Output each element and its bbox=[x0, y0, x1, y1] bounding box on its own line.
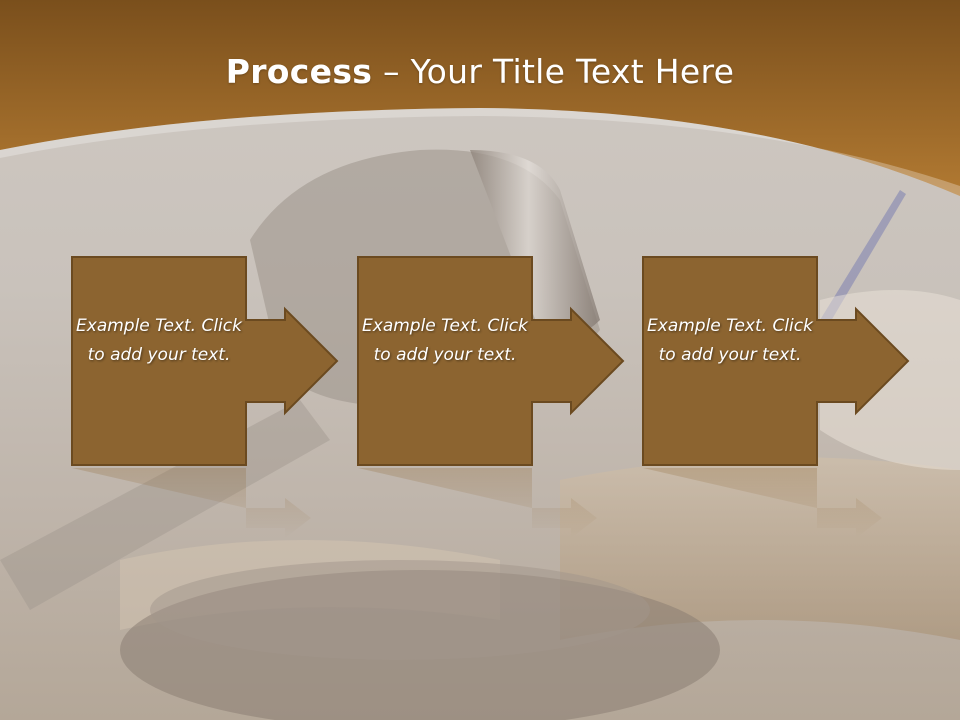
step-arrow-shape bbox=[71, 256, 339, 466]
step-arrow-shape bbox=[357, 256, 625, 466]
step-text[interactable]: Example Text. Click to add your text. bbox=[647, 316, 813, 365]
process-step-1[interactable]: Example Text. Click to add your text. bbox=[71, 256, 339, 466]
title-rest: – Your Title Text Here bbox=[372, 52, 735, 91]
slide-title[interactable]: Process – Your Title Text Here bbox=[0, 52, 960, 91]
process-step-2[interactable]: Example Text. Click to add your text. bbox=[357, 256, 625, 466]
header-band bbox=[0, 0, 960, 196]
title-bold: Process bbox=[225, 52, 373, 91]
step-text[interactable]: Example Text. Click to add your text. bbox=[362, 316, 528, 365]
process-step-3[interactable]: Example Text. Click to add your text. bbox=[642, 256, 910, 466]
step-arrow-shape bbox=[642, 256, 910, 466]
step-text[interactable]: Example Text. Click to add your text. bbox=[76, 316, 242, 365]
